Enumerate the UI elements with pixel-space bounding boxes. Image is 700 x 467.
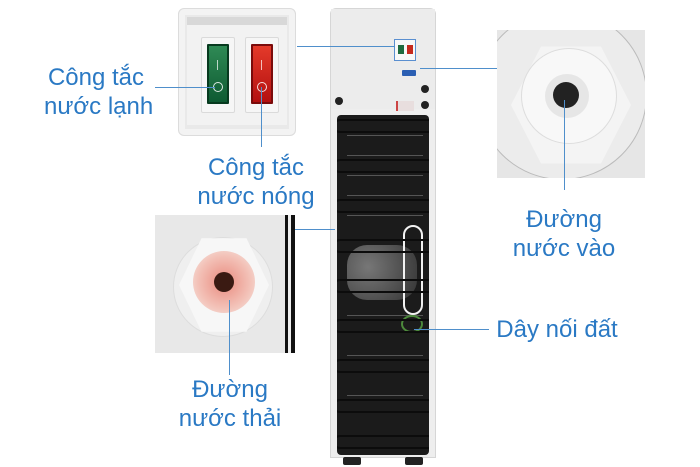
hot-water-switch [251, 44, 273, 104]
on-mark-icon [261, 60, 262, 70]
drain-leader-h [295, 229, 335, 230]
drain-hole [214, 272, 234, 292]
condenser-grille [337, 115, 429, 455]
hot-switch-frame [245, 37, 279, 113]
compressor [347, 245, 417, 300]
cold-switch-frame [201, 37, 235, 113]
off-mark-icon [257, 82, 267, 92]
inlet-leader-v [564, 100, 565, 190]
inlet-hole [553, 82, 579, 108]
drain-leader-v [229, 300, 230, 375]
port-icon [421, 85, 429, 93]
warning-sticker [396, 101, 414, 111]
water-inlet-label: Đường nước vào [512, 206, 616, 262]
foot [405, 457, 423, 465]
water-drain-closeup [155, 215, 295, 353]
switch-panel-closeup [178, 8, 296, 136]
hot-switch-label: Công tắc nước nóng [197, 154, 315, 210]
ground-wire-label: Dây nối đất [496, 316, 618, 343]
drain-rail [285, 215, 295, 353]
cold-switch-label: Công tắc nước lạnh [44, 64, 154, 120]
inlet-badge [402, 70, 416, 76]
ground-wire-leader [414, 329, 489, 330]
water-inlet-closeup [497, 30, 645, 178]
cold-switch-leader [155, 87, 215, 88]
power-cable [403, 225, 423, 315]
dispenser-top-panel [331, 9, 435, 111]
foot [343, 457, 361, 465]
port-icon [421, 101, 429, 109]
cold-water-switch [207, 44, 229, 104]
water-drain-label: Đường nước thải [178, 376, 282, 432]
on-mark-icon [217, 60, 218, 70]
inlet-leader-h [420, 68, 497, 69]
dispenser-rear-view [330, 8, 436, 465]
switch-panel-leader [297, 46, 395, 47]
port-icon [335, 97, 343, 105]
hot-switch-leader [261, 87, 262, 147]
switch-panel-location [394, 39, 416, 61]
